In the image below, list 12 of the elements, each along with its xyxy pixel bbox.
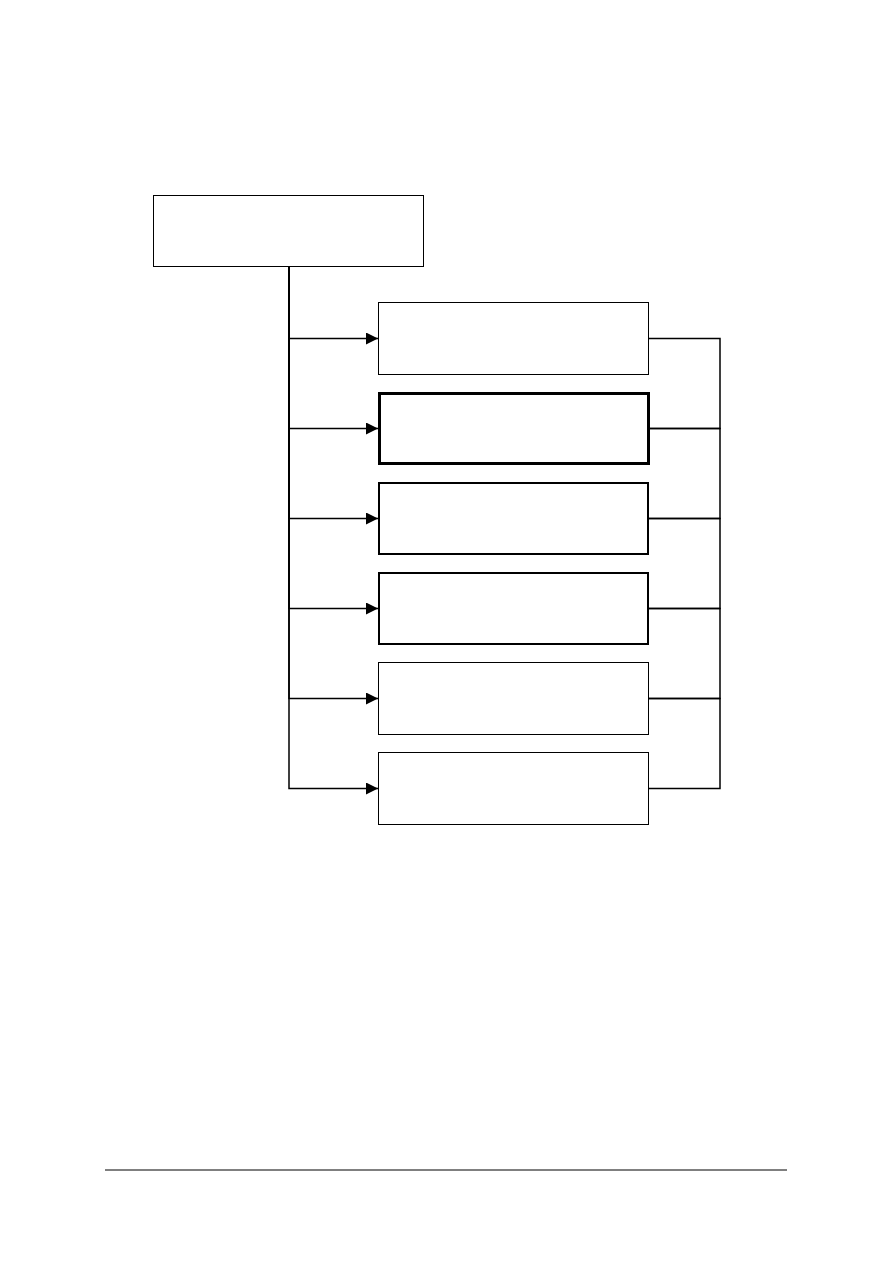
empty-box <box>378 752 649 825</box>
connector-line <box>648 607 721 700</box>
empty-box <box>378 482 649 555</box>
connector-line <box>648 517 721 610</box>
empty-box <box>153 195 424 267</box>
empty-box <box>378 392 650 465</box>
empty-box <box>378 572 649 645</box>
empty-box <box>378 302 649 375</box>
connector-line <box>648 427 721 520</box>
connector-line <box>648 337 721 430</box>
empty-box <box>378 662 649 735</box>
connector-line <box>648 697 721 790</box>
